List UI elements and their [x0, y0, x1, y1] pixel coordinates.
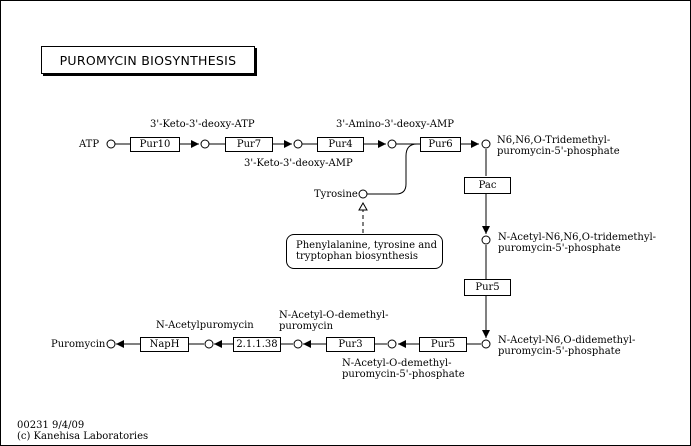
enzyme-pur10[interactable]: Pur10: [130, 137, 180, 152]
compound-node-acetyl-odemethyl[interactable]: [293, 339, 303, 349]
label-acetylpuromycin: N-Acetylpuromycin: [156, 320, 254, 331]
label-keto-deoxy-atp: 3'-Keto-3'-deoxy-ATP: [150, 119, 255, 130]
enzyme-naph[interactable]: NapH: [140, 337, 189, 352]
enzyme-pur4[interactable]: Pur4: [317, 137, 364, 152]
label-acetyl-tridemethyl: N-Acetyl-N6,N6,O-tridemethyl- puromycin-…: [498, 232, 657, 254]
enzyme-pac[interactable]: Pac: [464, 177, 511, 194]
compound-node-acetyl-tridemethyl[interactable]: [481, 235, 491, 245]
enzyme-pur3[interactable]: Pur3: [326, 337, 375, 352]
label-tyrosine: Tyrosine: [314, 189, 358, 200]
label-amino-deoxy-amp: 3'-Amino-3'-deoxy-AMP: [336, 119, 454, 130]
enzyme-pur5-vertical[interactable]: Pur5: [464, 279, 511, 296]
label-acetyl-odemethyl: N-Acetyl-O-demethyl- puromycin: [279, 310, 389, 332]
copyright: (c) Kanehisa Laboratories: [17, 431, 149, 442]
top-row-lines: [115, 140, 479, 233]
footer: 00231 9/4/09 (c) Kanehisa Laboratories: [17, 420, 148, 442]
map-title: PUROMYCIN BIOSYNTHESIS: [41, 46, 255, 74]
enzyme-pur7[interactable]: Pur7: [225, 137, 273, 152]
compound-node-atp[interactable]: [106, 139, 116, 149]
compound-node-amino-deoxy-amp[interactable]: [387, 139, 397, 149]
enzyme-pur5-bottom[interactable]: Pur5: [419, 337, 467, 352]
compound-node-puromycin[interactable]: [106, 339, 116, 349]
compound-nodes: [106, 139, 491, 349]
label-acetyl-didemethyl: N-Acetyl-N6,O-didemethyl- puromycin-5'-p…: [498, 335, 636, 357]
compound-node-tyrosine[interactable]: [358, 189, 368, 199]
compound-node-keto-deoxy-atp[interactable]: [200, 139, 210, 149]
map-id-date: 00231 9/4/09: [17, 420, 85, 431]
label-acetyl-odemethyl-phosphate: N-Acetyl-O-demethyl- puromycin-5'-phosph…: [342, 358, 465, 380]
enzyme-ec-2-1-1-38[interactable]: 2.1.1.38: [233, 337, 281, 352]
compound-node-keto-deoxy-amp[interactable]: [293, 139, 303, 149]
compound-node-acetylpuromycin[interactable]: [204, 339, 214, 349]
label-keto-deoxy-amp: 3'-Keto-3'-deoxy-AMP: [244, 158, 353, 169]
compound-node-acetyl-odemethyl-phosphate[interactable]: [387, 339, 397, 349]
label-tridemethyl: N6,N6,O-Tridemethyl- puromycin-5'-phosph…: [497, 135, 620, 157]
compound-node-tridemethyl[interactable]: [481, 139, 491, 149]
label-atp: ATP: [79, 139, 100, 150]
label-puromycin: Puromycin: [51, 339, 106, 350]
enzyme-pur6[interactable]: Pur6: [420, 137, 461, 152]
linked-map-phe-tyr-trp[interactable]: Phenylalanine, tyrosine and tryptophan b…: [286, 234, 443, 269]
compound-node-acetyl-didemethyl[interactable]: [481, 339, 491, 349]
